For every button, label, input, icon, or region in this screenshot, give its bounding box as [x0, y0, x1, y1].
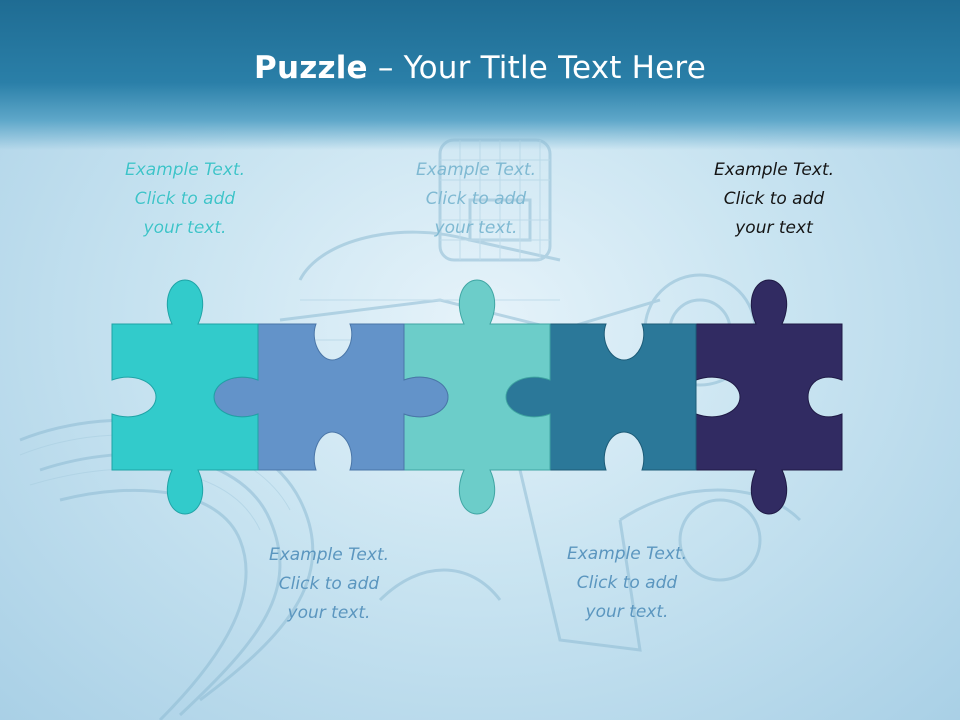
caption-2[interactable]: Example Text. Click to add your text.: [268, 545, 390, 623]
puzzle-piece-1[interactable]: [111, 279, 259, 515]
caption-1[interactable]: Example Text. Click to add your text.: [124, 160, 246, 238]
caption-4[interactable]: Example Text. Click to add your text.: [566, 544, 688, 622]
slide-title[interactable]: Puzzle – Your Title Text Here: [0, 50, 960, 86]
title-bold: Puzzle: [254, 50, 368, 86]
title-bar: [0, 0, 960, 150]
title-rest: – Your Title Text Here: [367, 50, 706, 86]
caption-3[interactable]: Example Text. Click to add your text.: [415, 160, 537, 238]
puzzle-piece-5[interactable]: [695, 279, 843, 515]
caption-5[interactable]: Example Text. Click to add your text: [713, 160, 835, 238]
